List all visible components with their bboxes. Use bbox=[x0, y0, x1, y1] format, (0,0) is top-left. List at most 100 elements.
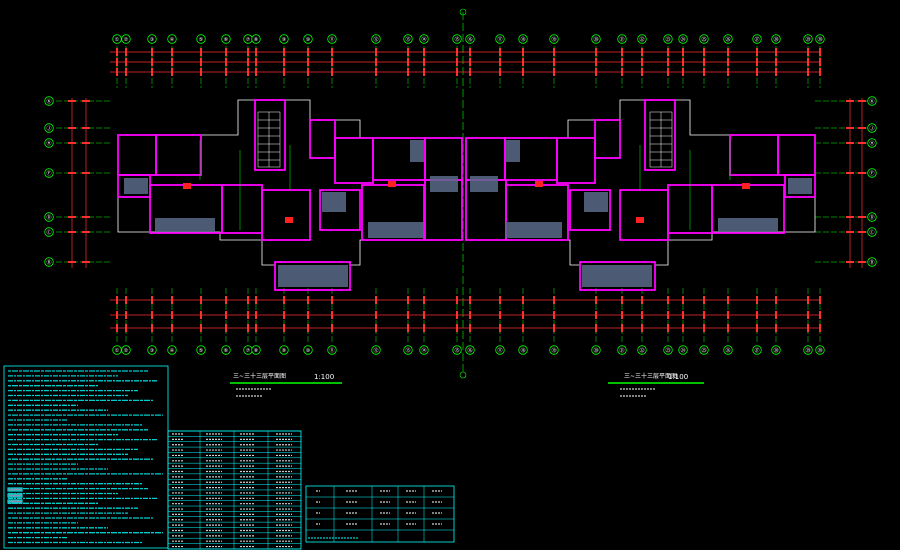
dimension-tick bbox=[553, 68, 555, 76]
axis-bubble-icon: ② bbox=[121, 34, 131, 44]
axis-label: Ⓓ bbox=[46, 214, 51, 221]
axis-label: ⑥ bbox=[224, 37, 229, 43]
dimension-tick bbox=[858, 261, 866, 263]
dimension-tick bbox=[469, 68, 471, 76]
dimension-tick bbox=[125, 48, 127, 56]
dimension-tick bbox=[522, 296, 524, 304]
dimension-tick bbox=[307, 311, 309, 319]
dimension-tick bbox=[255, 58, 257, 66]
dimension-tick bbox=[171, 68, 173, 76]
dimension-tick bbox=[283, 311, 285, 319]
dimension-tick bbox=[756, 324, 758, 332]
dimension-tick bbox=[682, 58, 684, 66]
axis-bubble-icon: ⑭ bbox=[419, 345, 429, 355]
legend-swatch bbox=[7, 487, 23, 492]
dimension-tick bbox=[171, 58, 173, 66]
axis-label: ⑯ bbox=[467, 347, 472, 354]
dimension-tick bbox=[423, 48, 425, 56]
dimension-tick bbox=[116, 311, 118, 319]
axis-bubble-icon: Ⓓ bbox=[44, 212, 54, 222]
dimension-tick bbox=[499, 311, 501, 319]
axis-label: ⑨ bbox=[282, 348, 286, 354]
dimension-tick bbox=[68, 172, 76, 174]
dimension-tick bbox=[469, 48, 471, 56]
axis-bubble-icon: Ⓙ bbox=[44, 123, 54, 133]
dimension-tick bbox=[667, 58, 669, 66]
axis-label: ⑮ bbox=[454, 36, 459, 43]
dimension-tick bbox=[667, 68, 669, 76]
dimension-tick bbox=[667, 311, 669, 319]
axis-bubble-icon: ⑦ bbox=[243, 345, 253, 355]
dimension-tick bbox=[68, 261, 76, 263]
axis-label: ㉒ bbox=[639, 36, 644, 43]
axis-label: Ⓚ bbox=[869, 98, 874, 105]
dimension-tick bbox=[641, 324, 643, 332]
dimension-tick bbox=[331, 48, 333, 56]
dimension-tick bbox=[553, 58, 555, 66]
dimension-tick bbox=[775, 68, 777, 76]
dimension-tick bbox=[667, 296, 669, 304]
dimension-tick bbox=[553, 311, 555, 319]
axis-bubble-icon: ㉙ bbox=[803, 34, 813, 44]
axis-label: ⑪ bbox=[329, 347, 334, 354]
dimension-tick bbox=[225, 296, 227, 304]
axis-bubble-icon: Ⓗ bbox=[867, 138, 877, 148]
dimension-tick bbox=[553, 296, 555, 304]
dimension-tick bbox=[82, 172, 90, 174]
axis-bubble-icon: ㉖ bbox=[723, 34, 733, 44]
axis-bubble-icon: Ⓒ bbox=[867, 227, 877, 237]
dimension-tick bbox=[522, 58, 524, 66]
dimension-tick bbox=[171, 296, 173, 304]
dimension-tick bbox=[775, 58, 777, 66]
dimension-tick bbox=[375, 296, 377, 304]
axis-bubble-icon: ③ bbox=[147, 345, 157, 355]
axis-bubble-icon: ⑬ bbox=[403, 34, 413, 44]
axis-bubble-icon: ⑰ bbox=[495, 345, 505, 355]
axis-bubble-icon: ⑮ bbox=[452, 345, 462, 355]
axis-bubble-icon: ㉓ bbox=[663, 34, 673, 44]
dimension-tick bbox=[283, 296, 285, 304]
dimension-tick bbox=[331, 296, 333, 304]
dimension-tick bbox=[125, 58, 127, 66]
dimension-tick bbox=[151, 324, 153, 332]
axis-label: ㉒ bbox=[639, 347, 644, 354]
dimension-tick bbox=[200, 324, 202, 332]
dimension-tick bbox=[756, 296, 758, 304]
axis-bubble-icon: ⑯ bbox=[465, 345, 475, 355]
dimension-tick bbox=[171, 311, 173, 319]
axis-bubble-icon: ㉘ bbox=[771, 345, 781, 355]
dimension-tick bbox=[255, 311, 257, 319]
axis-bubble-icon: ㉕ bbox=[699, 345, 709, 355]
dimension-tick bbox=[641, 296, 643, 304]
dimension-tick bbox=[407, 296, 409, 304]
axis-label: ㉔ bbox=[680, 36, 685, 43]
plan-title-right-text: 三~三十三层平面图 bbox=[624, 372, 677, 380]
axis-label: Ⓑ bbox=[869, 259, 874, 266]
dimension-tick bbox=[82, 127, 90, 129]
dimension-tick bbox=[621, 324, 623, 332]
plan-scale-left: 1:100 bbox=[314, 373, 334, 381]
dimension-tick bbox=[621, 58, 623, 66]
axis-bubble-icon: ⑪ bbox=[327, 345, 337, 355]
plan-scale-right: 1:100 bbox=[668, 373, 688, 381]
dimension-tick bbox=[703, 68, 705, 76]
dimension-tick bbox=[667, 48, 669, 56]
axis-label: ⑦ bbox=[246, 37, 251, 43]
axis-label: ㉖ bbox=[725, 347, 730, 354]
dimension-tick bbox=[116, 68, 118, 76]
axis-label: ⑧ bbox=[254, 37, 259, 43]
axis-bubble-icon: ⑨ bbox=[279, 34, 289, 44]
dimension-tick bbox=[775, 324, 777, 332]
dimension-tick bbox=[756, 68, 758, 76]
dimension-tick bbox=[375, 58, 377, 66]
dimension-tick bbox=[423, 68, 425, 76]
axis-label: ㉗ bbox=[754, 347, 759, 354]
dimension-tick bbox=[375, 324, 377, 332]
dimension-tick bbox=[407, 324, 409, 332]
axis-bubble-icon: Ⓑ bbox=[44, 257, 54, 267]
axis-bubble-icon: ㉑ bbox=[617, 34, 627, 44]
dimension-tick bbox=[125, 324, 127, 332]
dimension-tick bbox=[727, 58, 729, 66]
axis-label: ① bbox=[115, 348, 120, 354]
